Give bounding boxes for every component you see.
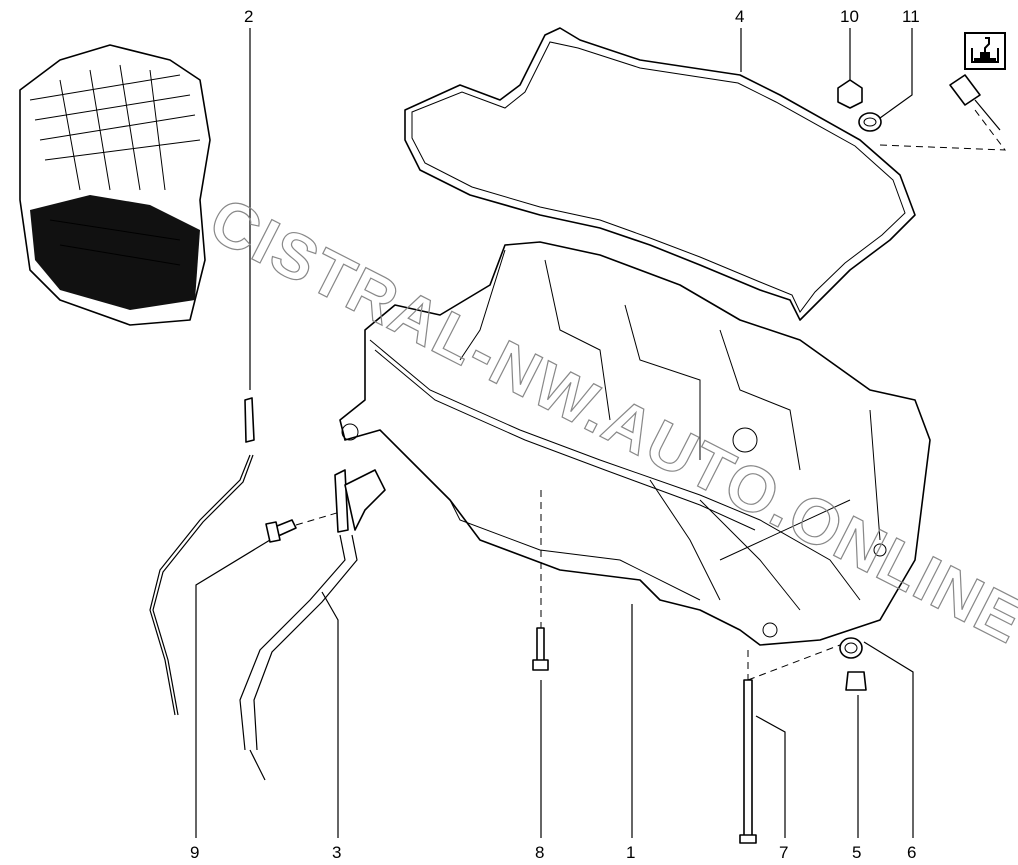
callout-10: 10 [840,7,859,26]
callout-4: 4 [735,7,744,26]
filler-plug-seal [858,112,882,132]
engine-thumbnail [19,44,211,326]
callout-11: 11 [902,7,920,26]
oil-level-sensor-icon [964,32,1006,70]
drain-plug-washer [839,637,863,659]
dipstick [149,397,255,716]
callout-1: 1 [626,843,635,862]
dipstick-tube [239,469,386,781]
long-bolt [739,679,757,844]
leader-lines [195,28,914,838]
oil-pan [339,241,931,646]
tube-bolt [265,519,297,543]
callout-6: 6 [907,843,916,862]
callout-2: 2 [244,7,253,26]
oil-level-sensor [949,74,1001,131]
pan-bolt [532,627,549,671]
callout-8: 8 [535,843,544,862]
callout-3: 3 [332,843,341,862]
filler-plug [837,79,863,109]
callout-9: 9 [190,843,199,862]
callout-7: 7 [779,843,788,862]
oil-pan-gasket [404,27,916,321]
callout-5: 5 [852,843,861,862]
drain-plug [845,671,867,691]
